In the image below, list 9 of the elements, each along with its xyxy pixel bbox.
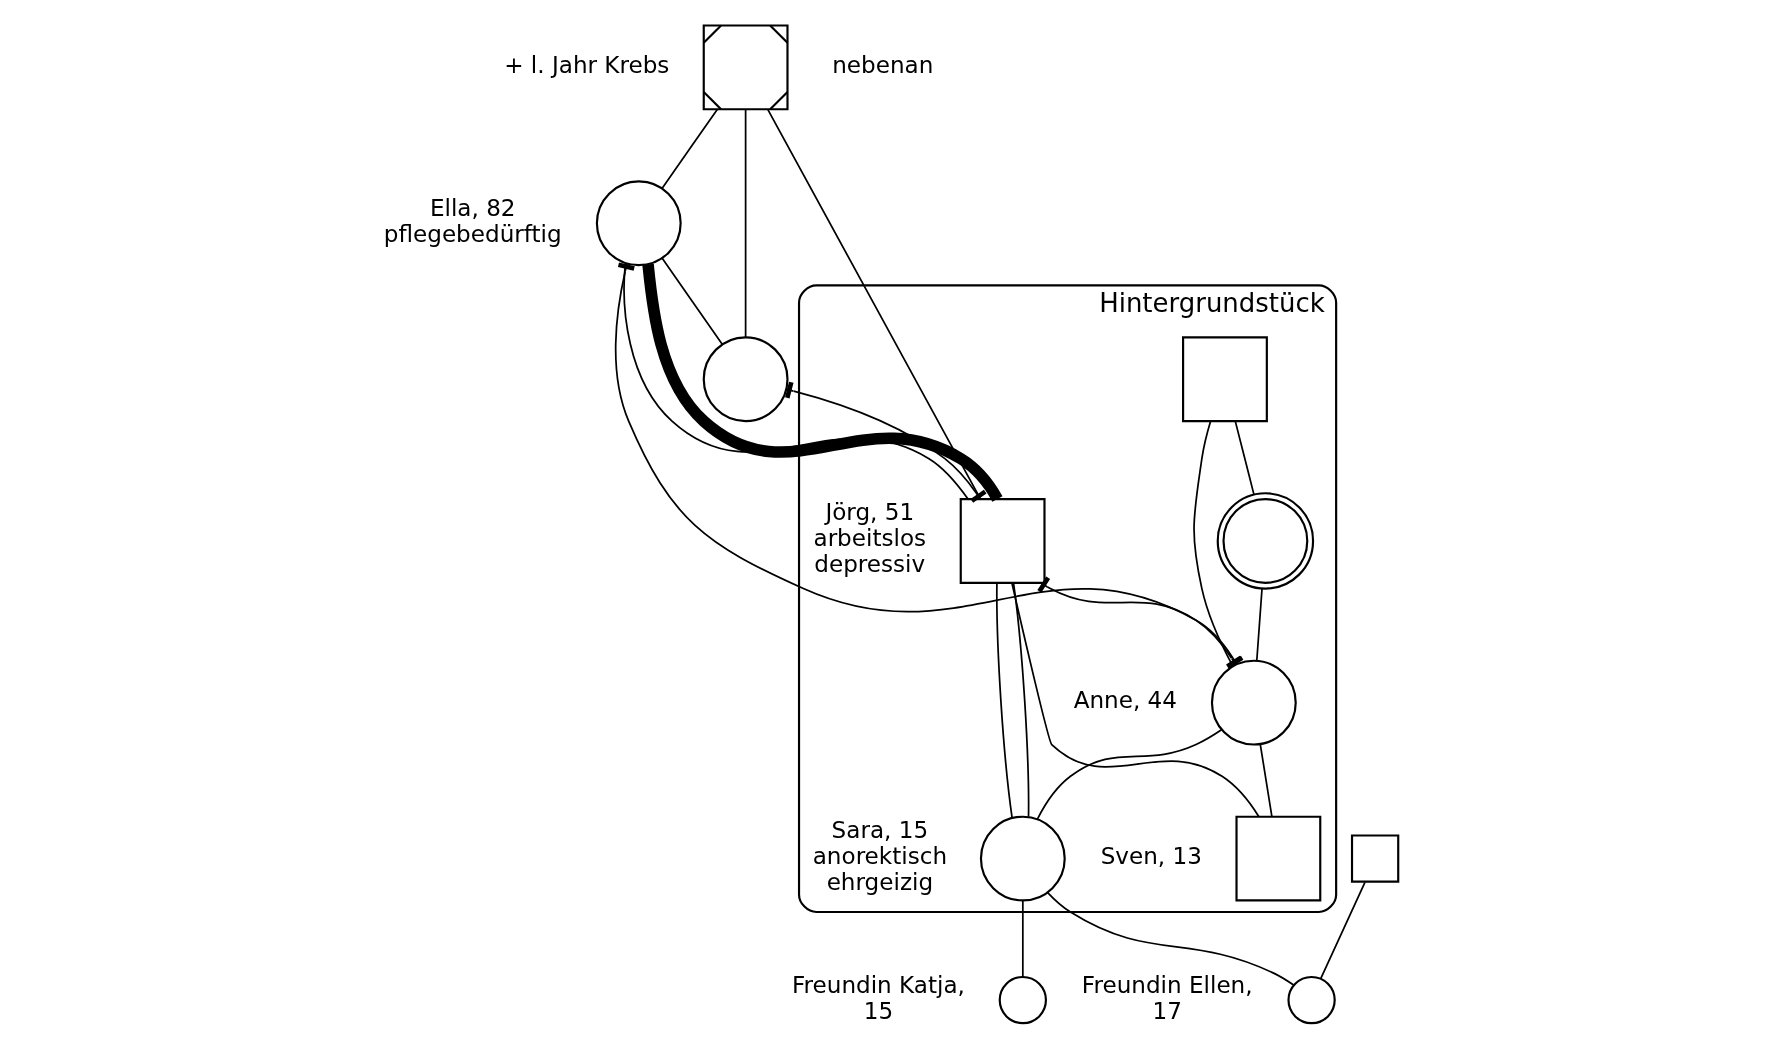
node-label: Ella, 82 pflegebedürftig [383,194,562,247]
node-label: Freundin Katja, 15 [791,971,965,1024]
node-label: Freundin Ellen, 17 [1081,971,1253,1024]
label: nebenan [831,51,933,78]
node-label: Sara, 15 anorektisch ehrgeizig [812,817,947,896]
node-label: Anne, 44 [1073,687,1177,714]
node-label: Sven, 13 [1100,843,1202,870]
node-label: Jörg, 51 arbeitslos depressiv [812,499,926,578]
node-label: + l. Jahr Krebs [503,51,669,78]
